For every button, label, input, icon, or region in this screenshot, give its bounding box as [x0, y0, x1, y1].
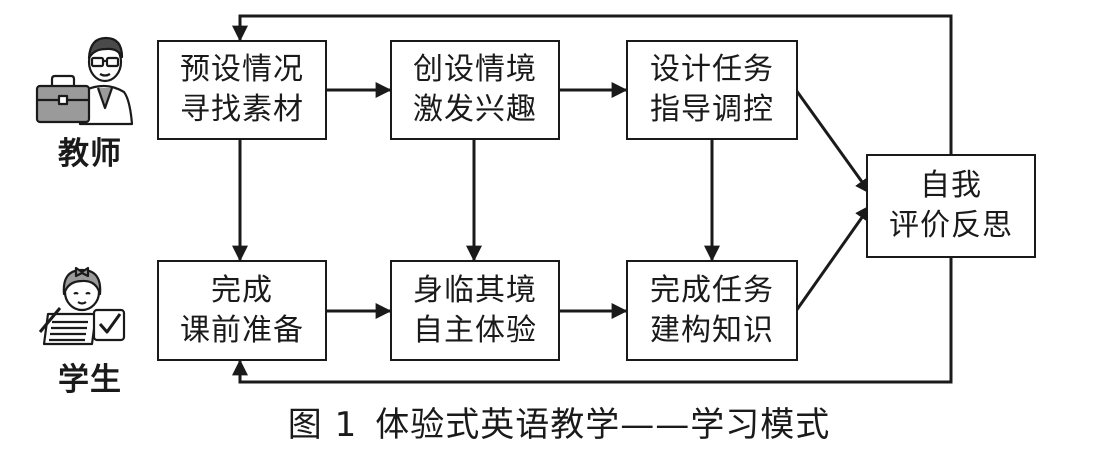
- box-reflection-line2: 评价反思: [889, 208, 1013, 243]
- box-reflection: 自我 评价反思: [866, 154, 1036, 258]
- box-complete-task-line1: 完成任务: [650, 272, 774, 308]
- box-design-task-line1: 设计任务: [650, 52, 774, 87]
- student-figure-icon: [38, 266, 126, 346]
- box-teacher-prep-line2: 寻找素材: [180, 92, 304, 127]
- feedback-loop-bottom: [232, 258, 953, 384]
- box-reflection-line1: 自我: [920, 168, 982, 203]
- box-immersive-line2: 自主体验: [413, 312, 537, 348]
- arrow-complete-to-reflection: [794, 204, 872, 312]
- feedback-loop-top: [232, 14, 953, 157]
- student-label: 学生: [58, 362, 122, 398]
- box-student-prep: 完成 课前准备: [157, 260, 327, 361]
- box-complete-task-line2: 建构知识: [650, 312, 774, 348]
- teacher-figure-icon: [35, 36, 134, 126]
- box-create-situation-line2: 激发兴趣: [413, 92, 537, 127]
- teacher-label: 教师: [58, 136, 122, 172]
- box-complete-task: 完成任务 建构知识: [626, 260, 798, 361]
- box-design-task: 设计任务 指导调控: [626, 40, 798, 140]
- box-teacher-prep-line1: 预设情况: [180, 52, 304, 87]
- box-immersive-line1: 身临其境: [413, 272, 537, 308]
- box-create-situation-line1: 创设情境: [413, 52, 537, 87]
- box-student-prep-line2: 课前准备: [180, 312, 304, 348]
- caption-label: 图 1: [287, 405, 358, 445]
- box-student-prep-line1: 完成: [211, 272, 273, 308]
- figure-caption: 图 1 体验式英语教学——学习模式: [0, 397, 1110, 446]
- box-immersive: 身临其境 自主体验: [390, 260, 560, 361]
- box-teacher-prep: 预设情况 寻找素材: [157, 40, 327, 140]
- caption-title: 体验式英语教学——学习模式: [375, 405, 831, 445]
- box-create-situation: 创设情境 激发兴趣: [390, 40, 560, 140]
- arrow-design-to-reflection: [794, 89, 872, 195]
- box-design-task-line2: 指导调控: [650, 92, 774, 127]
